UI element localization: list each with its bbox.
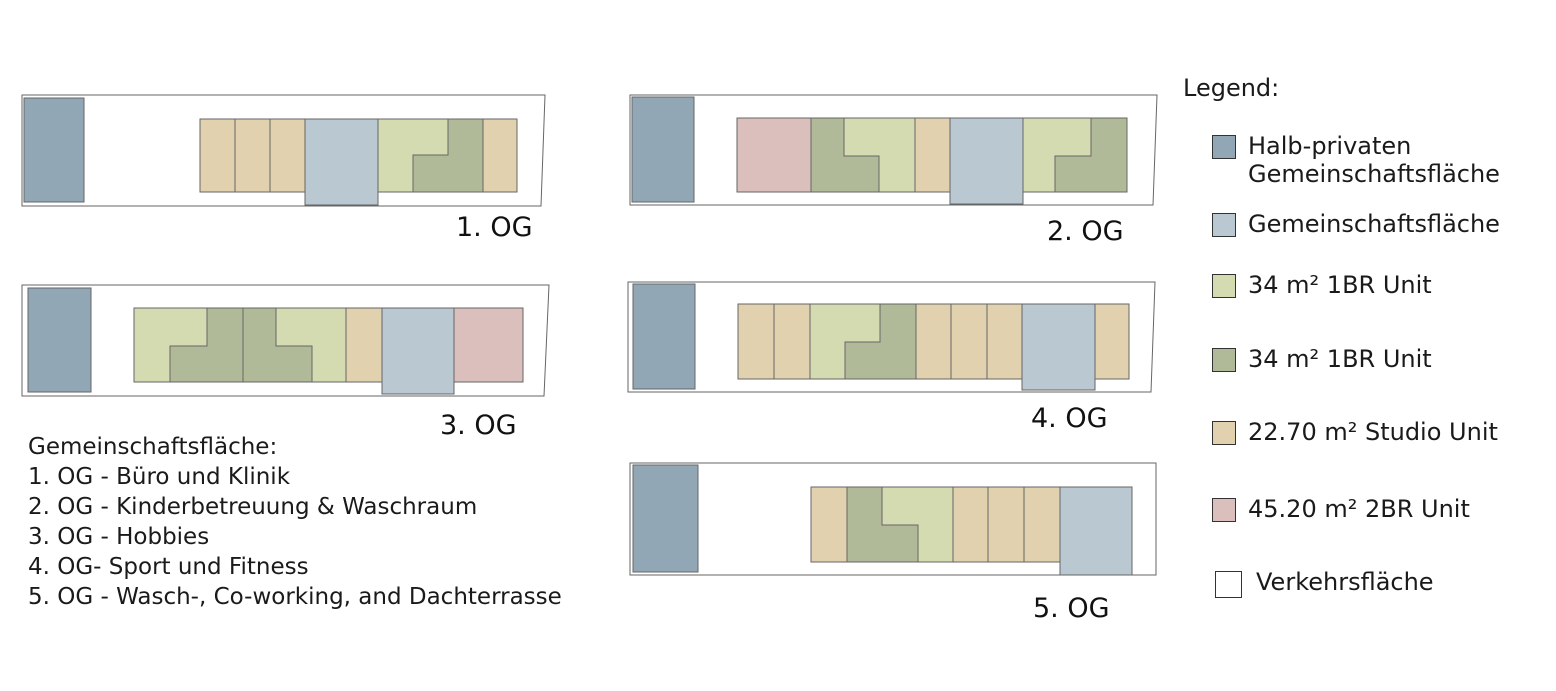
floor-label-3og: 3. OG (440, 410, 517, 441)
legend-label: 22.70 m² Studio Unit (1248, 418, 1498, 446)
legend-label-line1: Halb-privaten (1248, 132, 1412, 160)
floor-plan-5og (629, 462, 1157, 576)
floor-label-5og: 5. OG (1033, 593, 1110, 624)
floor-label-4og: 4. OG (1031, 403, 1108, 434)
legend-swatch (1212, 135, 1236, 159)
notes-line: 4. OG- Sport und Fitness (28, 554, 309, 580)
legend-item-studio: 22.70 m² Studio Unit (1212, 418, 1498, 446)
legend-item-1br-dark: 34 m² 1BR Unit (1212, 345, 1432, 373)
studio-unit (950, 303, 988, 380)
studio-unit (915, 303, 952, 380)
studio-unit (810, 486, 848, 563)
legend-label: 34 m² 1BR Unit (1248, 271, 1432, 299)
communal-space (1059, 486, 1133, 576)
studio-unit (914, 117, 951, 193)
legend-label: Halb-privaten Gemeinschaftsfläche (1248, 132, 1500, 188)
studio-unit (269, 118, 306, 193)
legend-item-1br-light: 34 m² 1BR Unit (1212, 271, 1432, 299)
studio-unit (345, 307, 383, 383)
semi-private-communal-space (23, 97, 85, 203)
2br-unit (453, 307, 524, 383)
floor-plan-1og (21, 94, 546, 207)
legend-swatch (1212, 213, 1236, 237)
communal-space (381, 307, 455, 395)
communal-space-notes: Gemeinschaftsfläche: 1. OG - Büro und Kl… (28, 432, 562, 612)
legend-swatch (1212, 348, 1236, 372)
legend-item-semi-private: Halb-privaten Gemeinschaftsfläche (1212, 132, 1500, 188)
legend-label-line2: Gemeinschaftsfläche (1248, 160, 1500, 188)
legend-item-circulation: Verkehrsfläche (1215, 568, 1434, 598)
studio-unit (986, 303, 1023, 380)
studio-unit (952, 486, 989, 563)
legend-label: 45.20 m² 2BR Unit (1248, 495, 1470, 523)
semi-private-communal-space (632, 464, 699, 573)
legend-label: 34 m² 1BR Unit (1248, 345, 1432, 373)
notes-title: Gemeinschaftsfläche: (28, 434, 278, 460)
communal-space (1021, 303, 1096, 391)
legend-title: Legend: (1183, 74, 1280, 102)
legend-swatch (1212, 421, 1236, 445)
notes-line: 1. OG - Büro und Klinik (28, 464, 291, 490)
notes-line: 2. OG - Kinderbetreuung & Waschraum (28, 494, 478, 520)
floor-plan-2og (629, 94, 1158, 206)
studio-unit (1094, 303, 1130, 380)
notes-line: 5. OG - Wasch-, Co-working, and Dachterr… (28, 584, 562, 610)
legend-swatch (1212, 274, 1236, 298)
semi-private-communal-space (631, 96, 695, 203)
floor-label-1og: 1. OG (456, 212, 533, 243)
legend-label: Gemeinschaftsfläche (1248, 210, 1500, 238)
communal-space (949, 117, 1024, 205)
studio-unit (199, 118, 236, 193)
notes-line: 3. OG - Hobbies (28, 524, 210, 550)
studio-unit (773, 303, 811, 380)
semi-private-communal-space (632, 283, 696, 390)
studio-unit (482, 118, 518, 193)
semi-private-communal-space (27, 287, 92, 393)
1br-unit-dark (1054, 117, 1128, 193)
studio-unit (987, 486, 1025, 563)
legend-label: Verkehrsfläche (1256, 568, 1434, 596)
communal-space (304, 118, 379, 206)
floor-plan-4og (627, 281, 1156, 393)
legend-item-communal: Gemeinschaftsfläche (1212, 210, 1500, 238)
legend-item-2br: 45.20 m² 2BR Unit (1212, 495, 1470, 523)
studio-unit (234, 118, 271, 193)
2br-unit (736, 117, 812, 193)
legend-swatch (1215, 571, 1242, 598)
floor-label-2og: 2. OG (1047, 216, 1124, 247)
studio-unit (1023, 486, 1061, 563)
studio-unit (737, 303, 775, 380)
legend-swatch (1212, 498, 1236, 522)
floor-plan-3og (21, 284, 550, 397)
